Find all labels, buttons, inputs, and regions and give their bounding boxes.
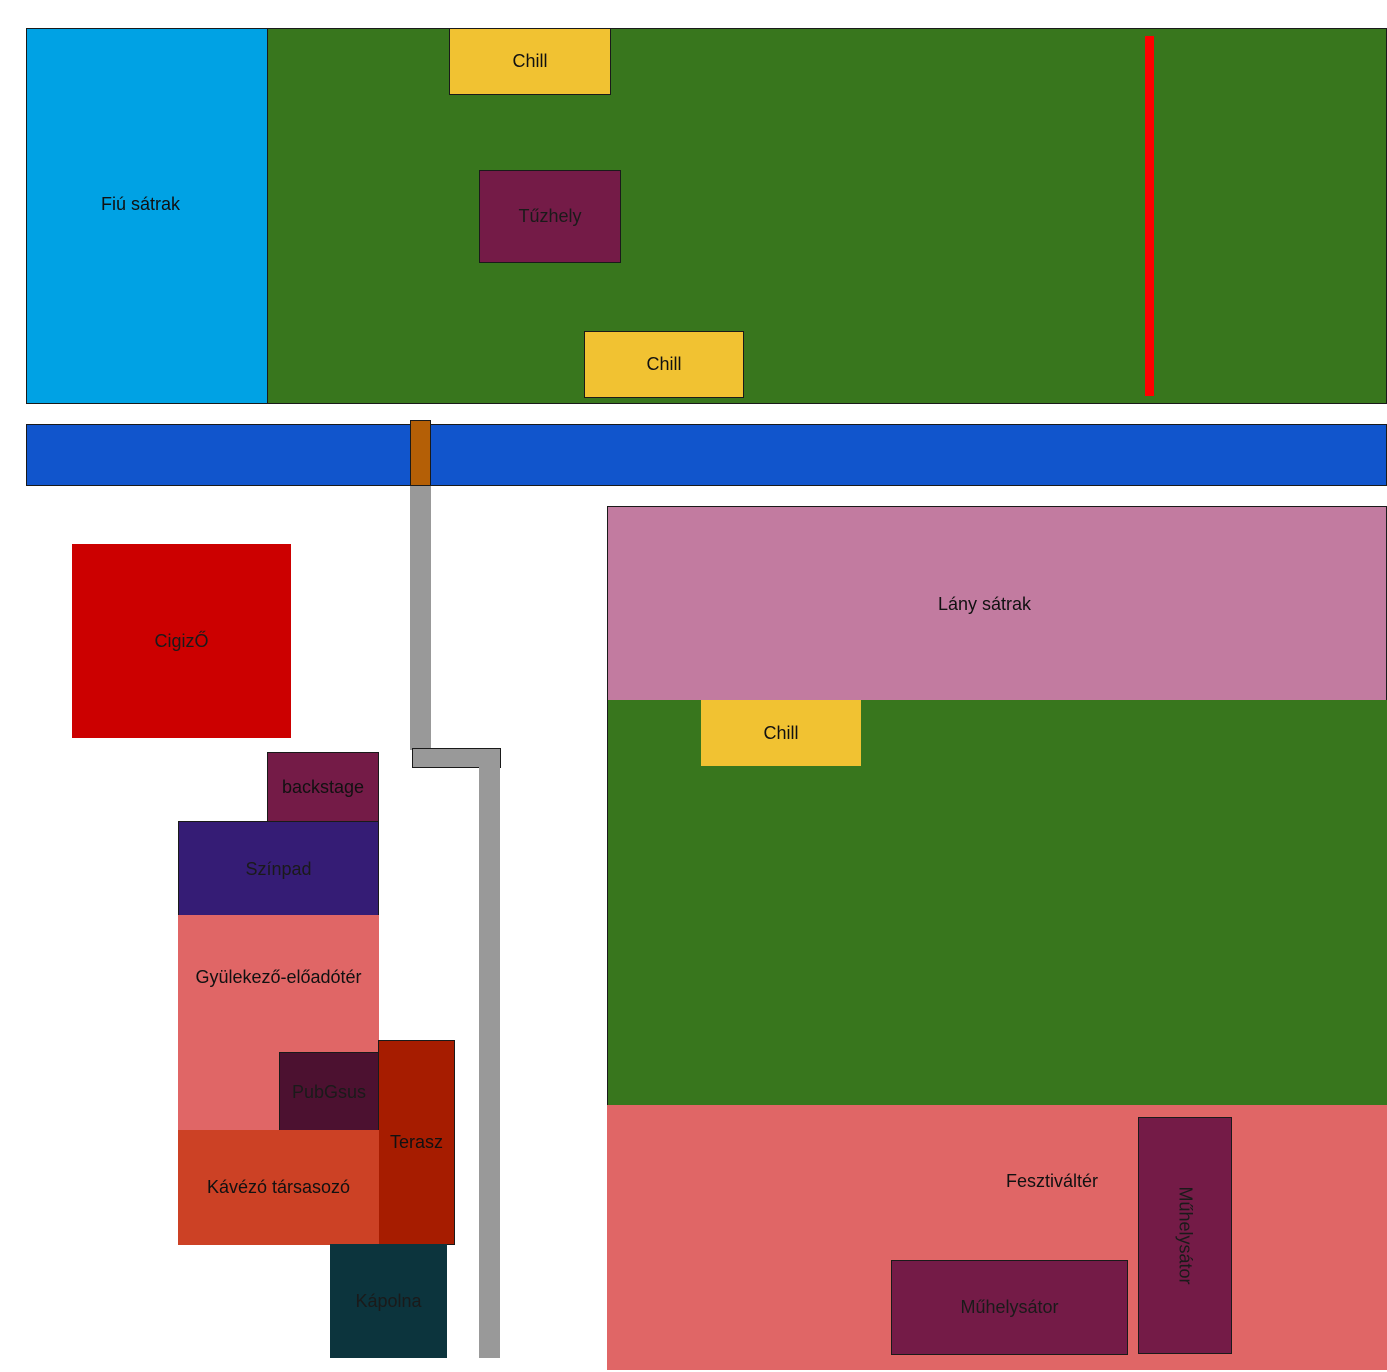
workshop-horizontal-label: Műhelysátor	[960, 1297, 1059, 1317]
right-grass-field	[607, 700, 1387, 1107]
chill-zone-top: Chill	[449, 28, 611, 95]
fireplace-label: Tűzhely	[518, 206, 582, 226]
boys-tents-area: Fiú sátrak	[26, 28, 269, 404]
chill-zone-right: Chill	[701, 700, 861, 766]
festival-area-label: Fesztiváltér	[1006, 1171, 1099, 1191]
assembly-hall-label: Gyülekező-előadótér	[195, 967, 362, 987]
pub: PubGsus	[279, 1052, 379, 1132]
smoking-area-label: CigizŐ	[154, 630, 209, 651]
girls-tents-area: Lány sátrak	[607, 506, 1387, 702]
top-grass-field	[267, 28, 1387, 404]
chill-mid-label: Chill	[646, 354, 682, 374]
chill-top-label: Chill	[512, 51, 548, 71]
terrace: Terasz	[378, 1040, 455, 1245]
path-connector	[412, 748, 501, 768]
assembly-hall: Gyülekező-előadótér	[178, 915, 379, 1131]
river	[26, 424, 1387, 486]
chill-zone-mid: Chill	[584, 331, 744, 398]
cafe-label: Kávézó társasozó	[206, 1177, 351, 1197]
red-boundary-line	[1145, 36, 1154, 396]
backstage-label: backstage	[281, 777, 365, 797]
workshop-vertical-label: Műhelysátor	[1175, 1186, 1196, 1285]
path-lower	[479, 766, 500, 1358]
path-upper	[410, 486, 431, 750]
workshop-tent-horizontal: Műhelysátor	[891, 1260, 1128, 1355]
boys-tents-label: Fiú sátrak	[101, 194, 181, 214]
cafe-board-games: Kávézó társasozó	[178, 1130, 379, 1245]
bridge	[410, 420, 431, 486]
backstage: backstage	[267, 752, 379, 823]
chill-right-label: Chill	[763, 722, 799, 743]
workshop-tent-vertical: Műhelysátor	[1138, 1117, 1232, 1354]
pub-label: PubGsus	[291, 1081, 367, 1102]
girls-tents-label: Lány sátrak	[937, 593, 1032, 614]
terrace-label: Terasz	[389, 1132, 443, 1152]
chapel-label: Kápolna	[355, 1290, 422, 1311]
smoking-area: CigizŐ	[72, 544, 291, 738]
stage: Színpad	[178, 821, 379, 917]
fireplace: Tűzhely	[479, 170, 621, 263]
stage-label: Színpad	[245, 858, 312, 879]
chapel: Kápolna	[330, 1244, 447, 1358]
